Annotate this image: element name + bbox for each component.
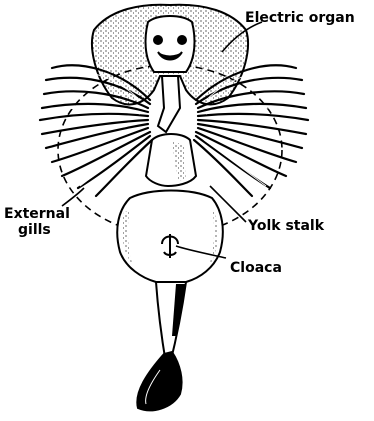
pectoral-region [146,134,196,186]
label-electric-organ: Electric organ [245,10,355,26]
leader-external-gills [62,188,84,206]
right-eye [177,35,187,45]
tail-fin [137,352,181,410]
head-plate [146,16,195,72]
label-cloaca: Cloaca [230,260,282,276]
label-external-gills-line1: External [4,206,70,222]
label-yolk-stalk: Yolk stalk [248,218,324,234]
body-stem [158,76,180,132]
label-external-gills-line2: gills [18,222,51,238]
left-eye [153,35,163,45]
